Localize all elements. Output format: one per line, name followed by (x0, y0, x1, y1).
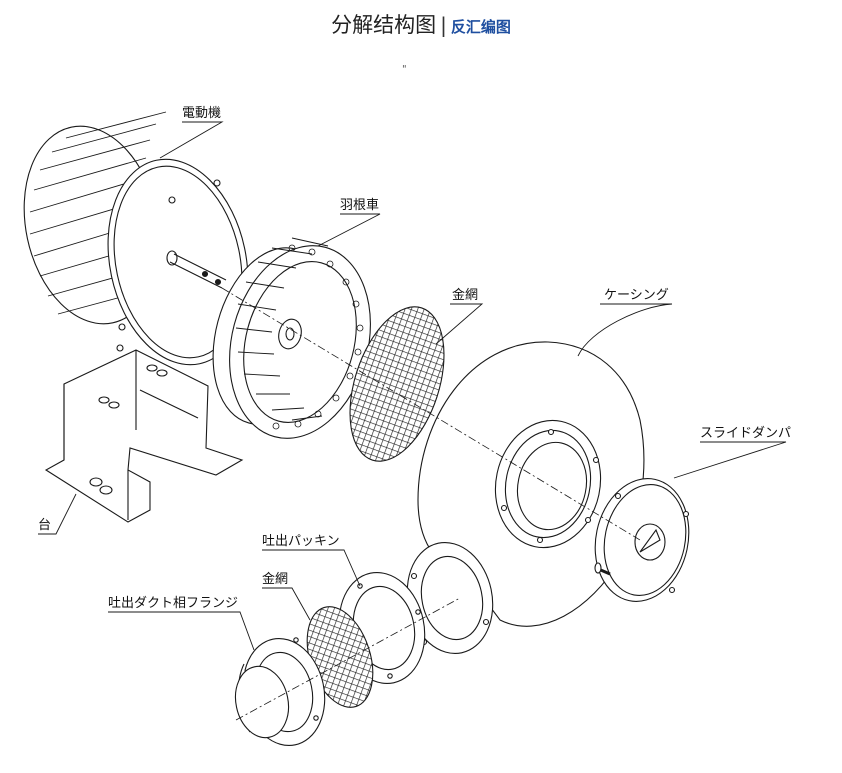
duct-flange-part (234, 637, 326, 747)
label-duct-flange: 吐出ダクト相フランジ (108, 596, 238, 611)
label-base: 台 (38, 518, 51, 533)
label-casing: ケーシング (604, 288, 669, 303)
label-impeller: 羽根車 (340, 198, 379, 213)
casing-part (406, 341, 645, 655)
title-separator: | (440, 13, 447, 37)
label-discharge-packing: 吐出パッキン (262, 534, 340, 549)
page-title-bar: 分解结构图|反汇编图 (0, 10, 842, 42)
label-mesh-top: 金網 (452, 287, 478, 303)
impeller-rim-holes (272, 244, 364, 430)
page-title: 分解结构图 (331, 13, 437, 37)
impeller-part (212, 237, 371, 439)
label-mesh-bottom: 金網 (262, 571, 288, 587)
base-stand (44, 349, 244, 523)
disassembly-link[interactable]: 反汇编图 (450, 18, 511, 36)
stray-quote-mark: " (402, 64, 407, 75)
slide-damper-part (594, 478, 690, 602)
leader-lines (38, 121, 787, 651)
label-motor: 電動機 (182, 106, 221, 121)
label-slide-damper: スライドダンパ (700, 426, 791, 441)
motor-part (23, 111, 249, 366)
assembly-axis (221, 287, 641, 721)
